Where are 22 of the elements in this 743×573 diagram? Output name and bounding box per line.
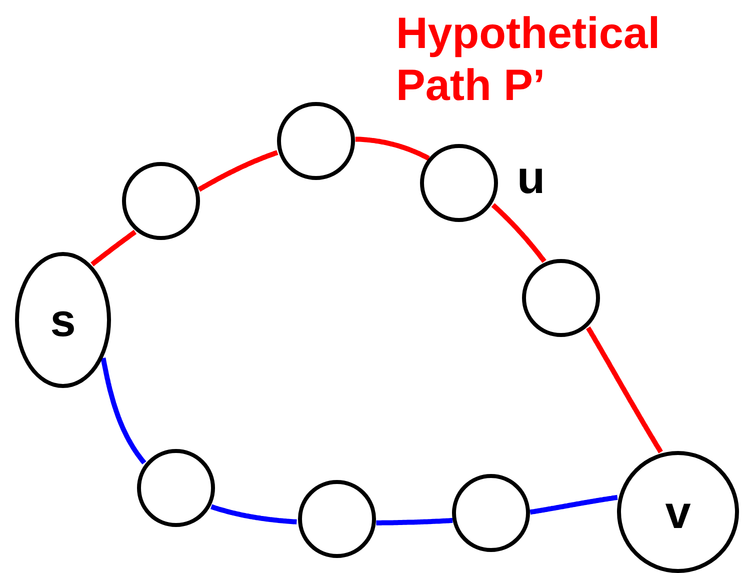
- path-line: [529, 494, 618, 515]
- vertex-circle: [420, 144, 498, 222]
- path-line: [586, 326, 663, 454]
- path-line: [100, 357, 146, 464]
- path-line: [198, 150, 278, 192]
- vertex-label: v: [665, 485, 691, 539]
- vertex-circle: [298, 480, 376, 558]
- vertex-label: s: [50, 293, 76, 347]
- vertex-circle: [522, 259, 600, 337]
- vertex-circle: [137, 449, 215, 527]
- vertex-label: u: [517, 150, 546, 204]
- vertex-circle: [277, 102, 355, 180]
- path-line: [90, 230, 137, 266]
- path-line: [354, 136, 430, 161]
- vertex-circle: [122, 162, 200, 240]
- vertex-node: [617, 451, 739, 573]
- path-caption: Hypothetical Path P’: [396, 8, 662, 112]
- path-line: [491, 203, 546, 263]
- path-line: [210, 504, 298, 524]
- path-line: [375, 518, 454, 526]
- vertex-circle: [452, 474, 530, 552]
- vertex-node: [15, 252, 111, 388]
